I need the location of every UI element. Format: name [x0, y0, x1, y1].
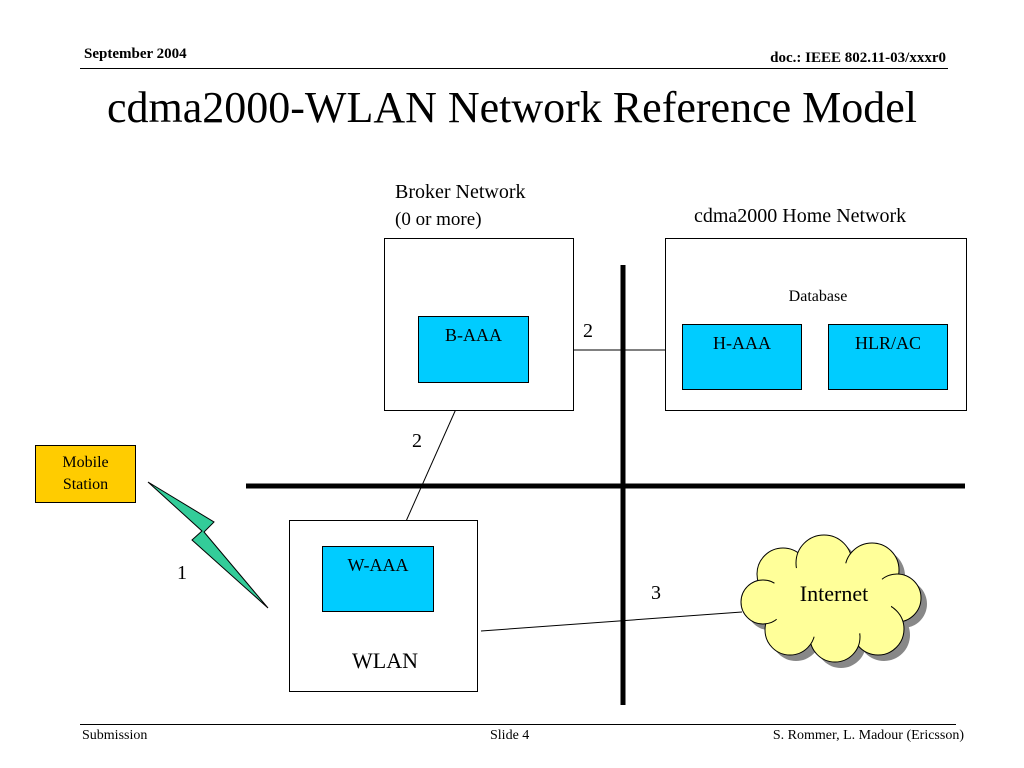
- wireless-bolt-icon: [147, 481, 269, 609]
- w-aaa-node: W-AAA: [322, 546, 434, 612]
- mobile-station-node: Mobile Station: [35, 445, 136, 503]
- interface-2-mid-label: 2: [412, 430, 422, 452]
- broker-network-count: (0 or more): [395, 209, 482, 230]
- footer-authors: S. Rommer, L. Madour (Ericsson): [772, 728, 964, 743]
- header-divider: [80, 68, 948, 69]
- b-aaa-node: B-AAA: [418, 316, 529, 383]
- footer-divider: [80, 724, 956, 725]
- interface-1-label: 1: [177, 562, 187, 584]
- interface-2-top-label: 2: [583, 320, 593, 342]
- header-doc-id: doc.: IEEE 802.11-03/xxxr0: [770, 50, 946, 66]
- hlr-ac-node: HLR/AC: [828, 324, 948, 390]
- footer-submission: Submission: [82, 728, 148, 743]
- h-aaa-node: H-AAA: [682, 324, 802, 390]
- page-title: cdma2000-WLAN Network Reference Model: [106, 83, 918, 132]
- footer-slide-number: Slide 4: [490, 728, 530, 743]
- wlan-label: WLAN: [352, 648, 418, 673]
- mobile-station-line2: Station: [62, 476, 109, 493]
- internet-label: Internet: [799, 581, 869, 606]
- link-wlan-internet: [480, 611, 743, 632]
- broker-network-label: Broker Network: [395, 181, 526, 203]
- mobile-station-line1: Mobile: [62, 454, 109, 471]
- header-date: September 2004: [84, 46, 187, 62]
- database-label: Database: [788, 288, 848, 305]
- home-network-label: cdma2000 Home Network: [694, 205, 907, 227]
- interface-3-label: 3: [651, 582, 661, 604]
